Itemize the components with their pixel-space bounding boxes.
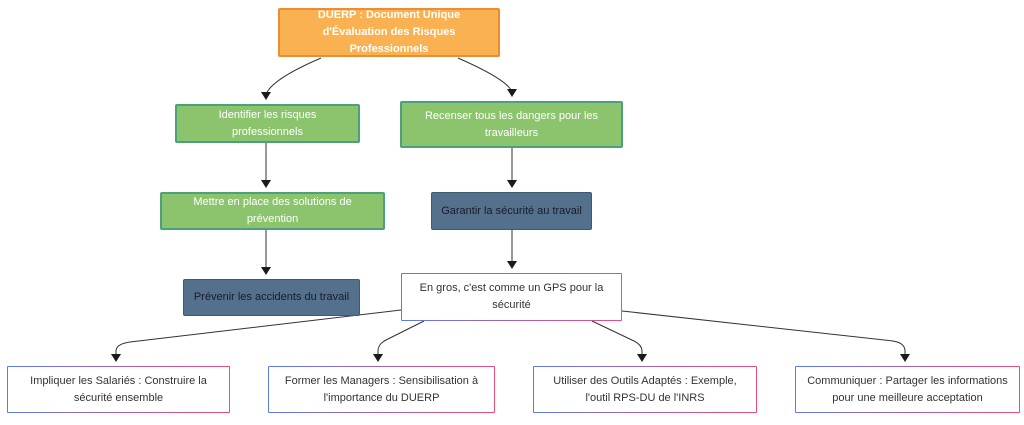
node-former-managers: Former les Managers : Sensibilisation à … [268, 366, 495, 413]
node-gps-analogie-label: En gros, c'est comme un GPS pour la sécu… [402, 274, 621, 320]
node-outils-adaptes-label: Utiliser des Outils Adaptés : Exemple, l… [534, 367, 756, 412]
node-garantir-securite: Garantir la sécurité au travail [431, 192, 592, 230]
node-prevenir-accidents: Prévenir les accidents du travail [183, 279, 360, 316]
node-former-managers-label: Former les Managers : Sensibilisation à … [269, 367, 494, 412]
node-duerp-root: DUERP : Document Unique d'Évaluation des… [278, 8, 500, 57]
node-identifier-risques: Identifier les risques professionnels [175, 104, 360, 143]
edge-duerp-identifier [261, 57, 322, 100]
node-communiquer-informations: Communiquer : Partager les informations … [795, 366, 1020, 413]
edge-gps-communiquer [621, 310, 910, 362]
node-gps-analogie: En gros, c'est comme un GPS pour la sécu… [401, 273, 622, 321]
node-impliquer-salaries-label: Impliquer les Salariés : Construire la s… [8, 367, 229, 412]
edge-gps-outils [591, 320, 647, 362]
edge-gps-former [373, 320, 425, 362]
node-recenser-dangers: Recenser tous les dangers pour les trava… [400, 101, 623, 148]
node-outils-adaptes: Utiliser des Outils Adaptés : Exemple, l… [533, 366, 757, 413]
node-solutions-prevention: Mettre en place des solutions de prévent… [160, 192, 385, 230]
edge-gps-impliquer [111, 309, 402, 362]
node-impliquer-salaries: Impliquer les Salariés : Construire la s… [7, 366, 230, 413]
node-communiquer-informations-label: Communiquer : Partager les informations … [796, 367, 1019, 412]
edge-duerp-recenser [457, 57, 517, 97]
